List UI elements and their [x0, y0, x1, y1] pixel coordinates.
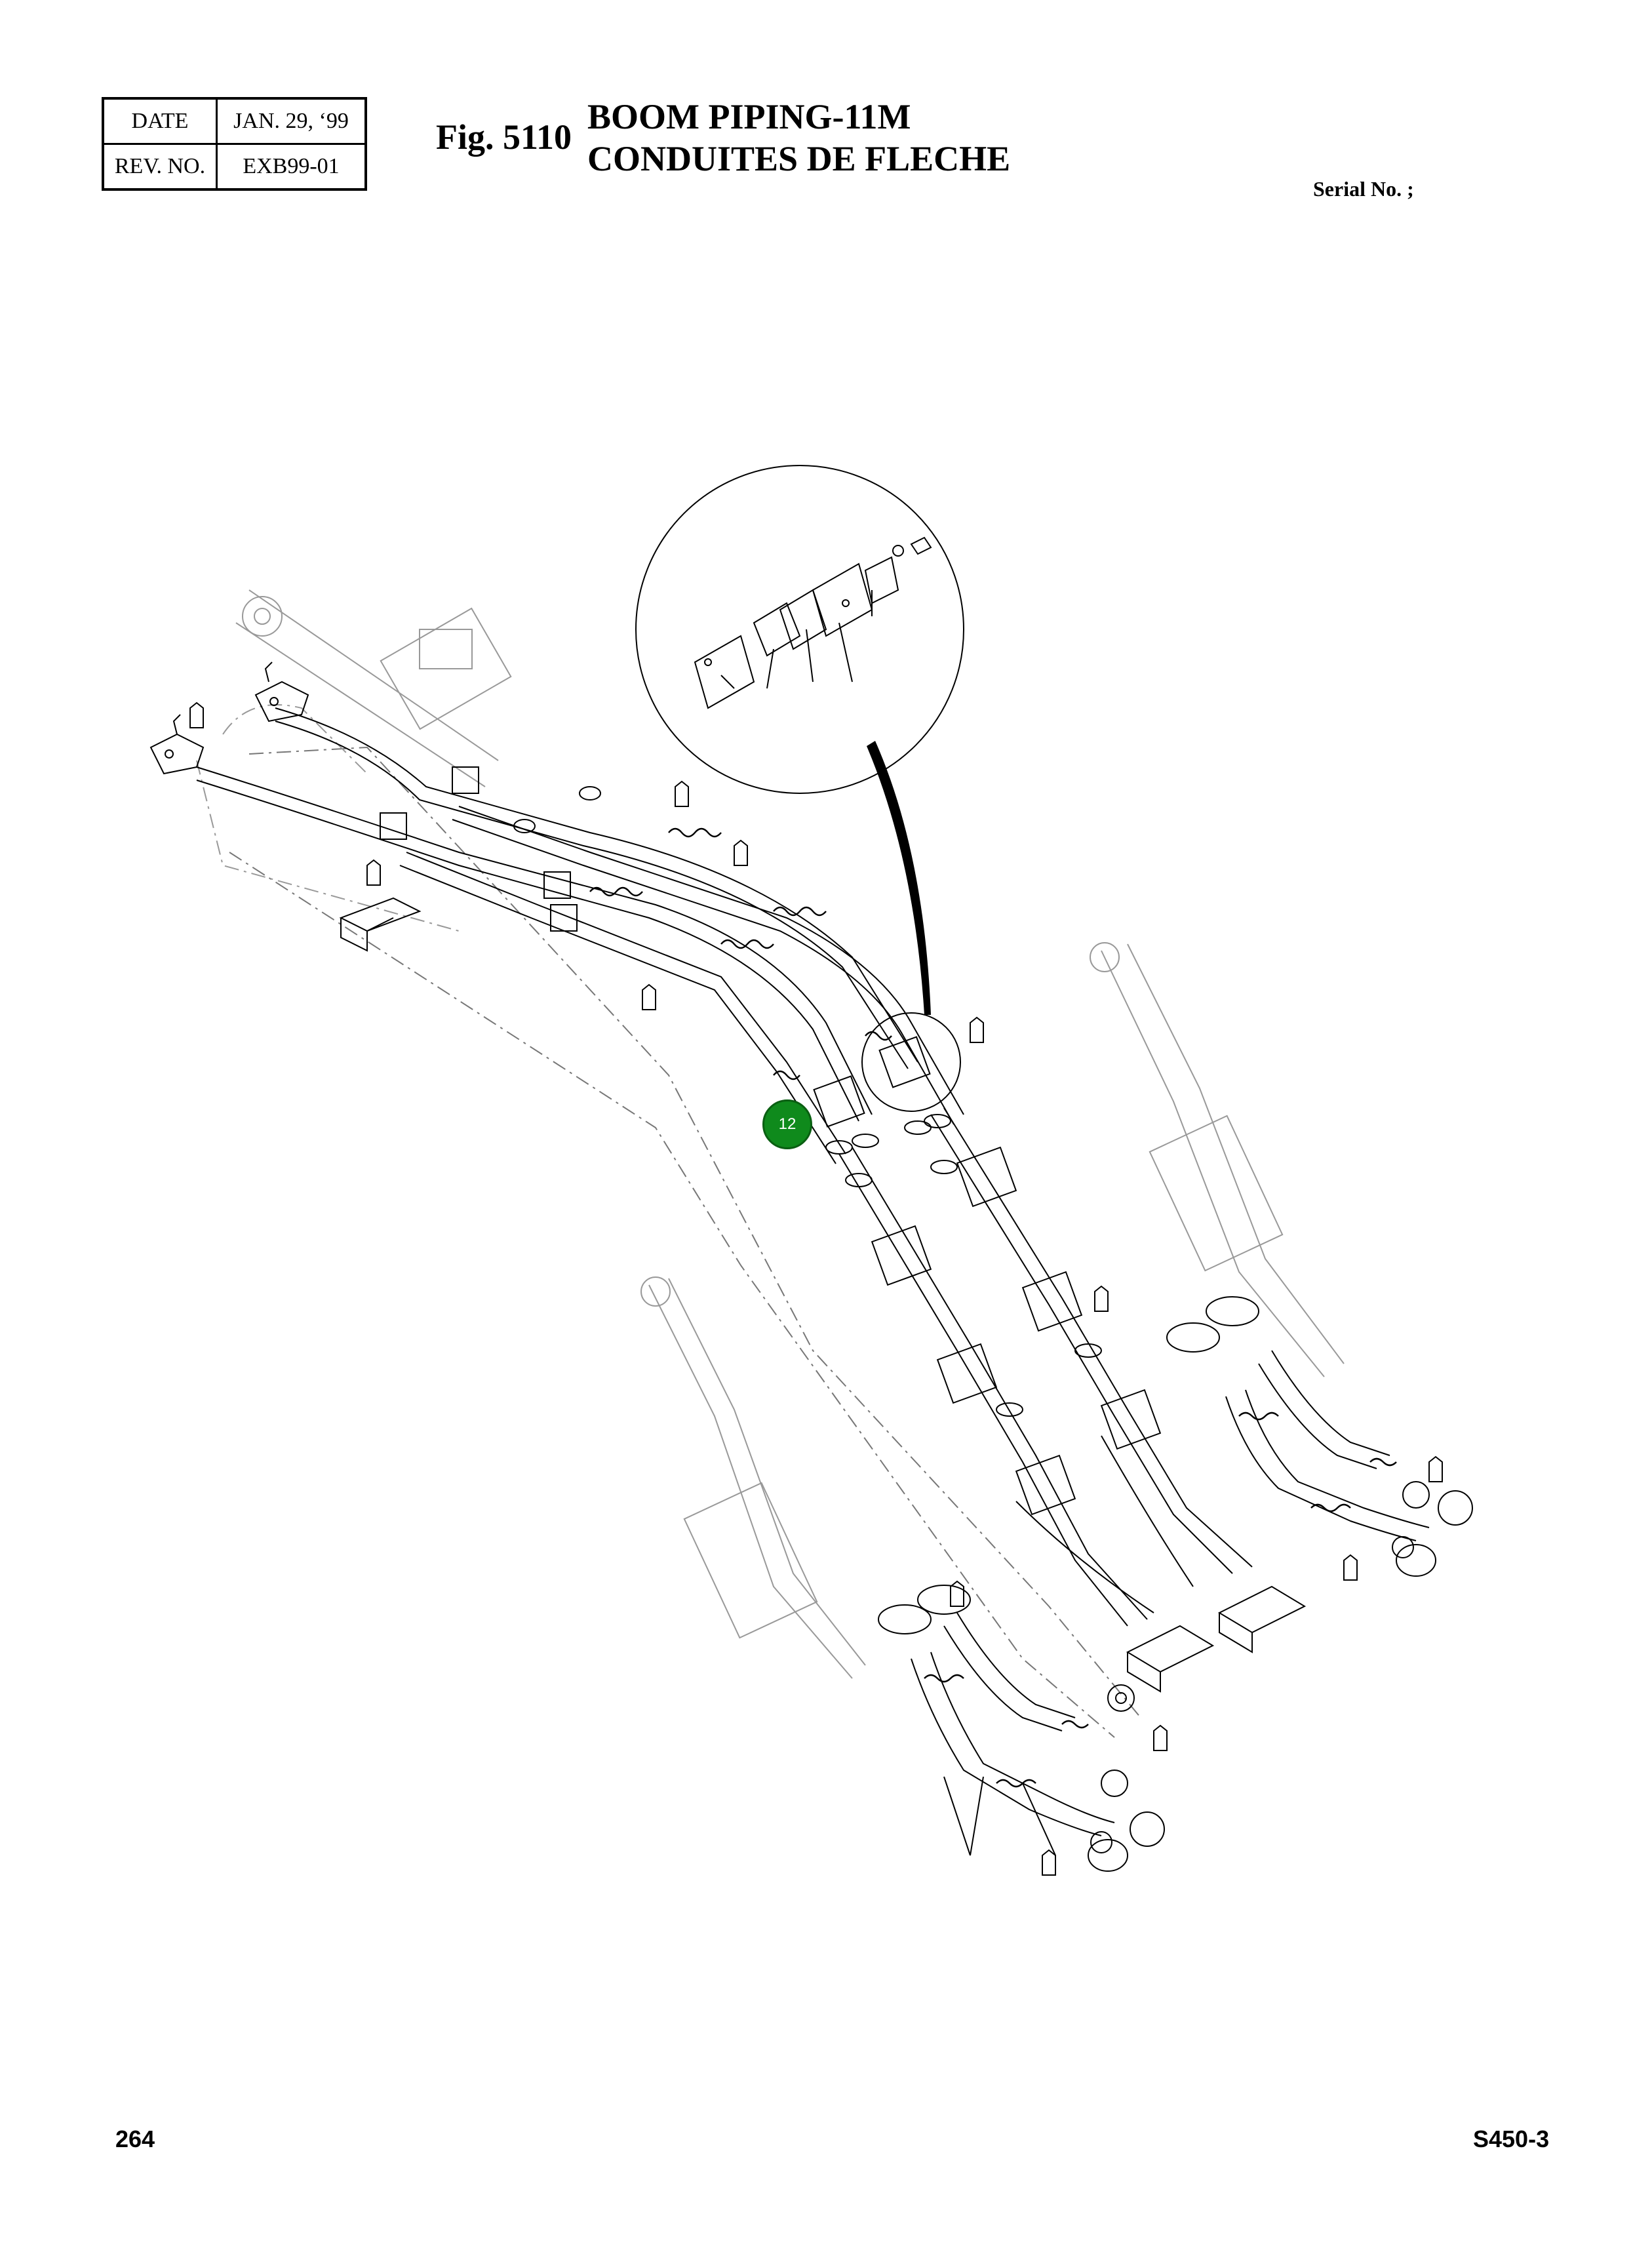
- figure-number: Fig. 5110: [436, 117, 572, 157]
- pipe-end-blocks: [1107, 1585, 1307, 1712]
- rev-label: REV. NO.: [102, 143, 218, 191]
- bolts: [189, 702, 1443, 1876]
- serial-number: Serial No. ;: [1313, 177, 1414, 201]
- mounting-bracket: [339, 897, 422, 952]
- hose-assembly-left: [878, 1585, 1165, 1872]
- hose-assembly-right: [1166, 1296, 1473, 1577]
- boom-cylinder-ghost: [235, 589, 512, 787]
- detail-callout: [861, 1012, 961, 1112]
- arm-cylinder-ghost-right: [1090, 942, 1345, 1377]
- main-pipe-bundle-lower: [838, 1107, 1253, 1627]
- rev-value: EXB99-01: [216, 143, 367, 191]
- flex-hoses-upper: [589, 827, 892, 1080]
- detail-leader: [867, 741, 931, 1015]
- figure-title: BOOM PIPING-11M CONDUITES DE FLECHE: [587, 96, 1010, 180]
- revision-table: DATE JAN. 29, ‘99 REV. NO. EXB99-01: [102, 97, 367, 191]
- model-number: S450-3: [1473, 2125, 1550, 2152]
- boom-outline-lower: [196, 704, 460, 932]
- figure-title-fr: CONDUITES DE FLECHE: [587, 139, 1011, 178]
- arm-cylinder-ghost-left: [640, 1276, 866, 1679]
- page-number: 264: [115, 2125, 155, 2152]
- figure-title-en: BOOM PIPING-11M: [587, 97, 911, 136]
- o-rings: [513, 786, 1102, 1417]
- main-pipe-bundle-upper: [196, 707, 964, 1164]
- callout-marker: 12: [762, 1099, 812, 1149]
- detail-view-circle: [635, 465, 964, 794]
- pipe-flanges-left: [149, 662, 309, 775]
- date-value: JAN. 29, ‘99: [216, 97, 367, 145]
- boom-outline: [229, 746, 1141, 1738]
- date-label: DATE: [102, 97, 218, 145]
